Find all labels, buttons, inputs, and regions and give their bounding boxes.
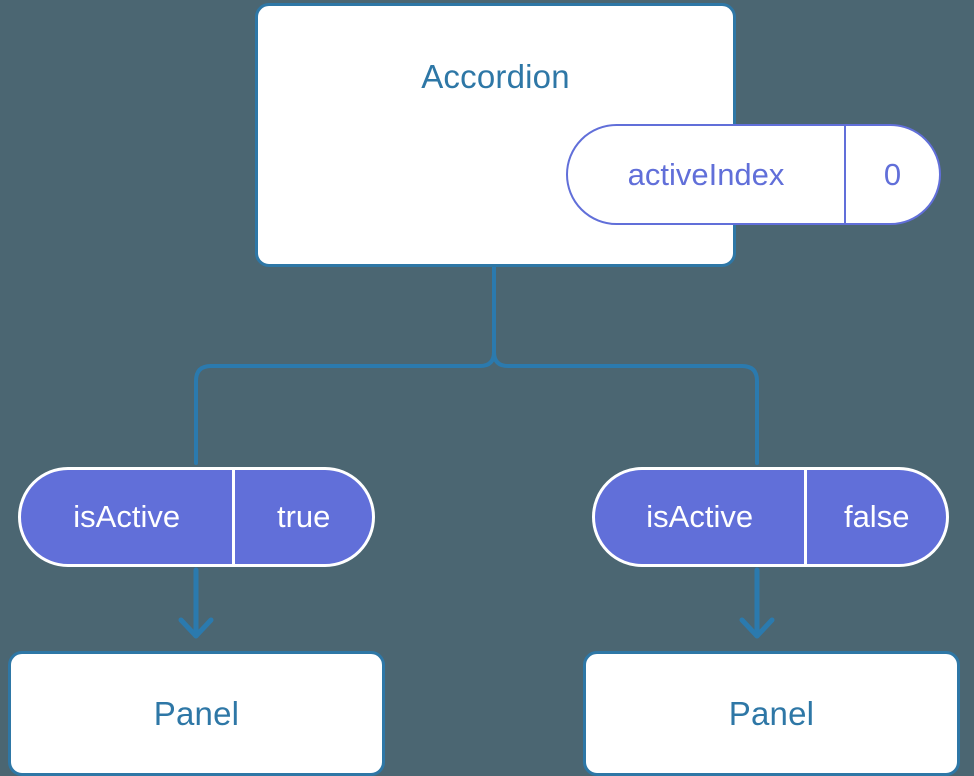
state-pill-activeindex-value: 0	[844, 126, 939, 223]
prop-pill-isactive-left-key: isActive	[73, 499, 181, 534]
accordion-title: Accordion	[421, 58, 570, 95]
panel-component-card-left[interactable]: Panel	[8, 651, 385, 776]
prop-pill-isactive-right-key: isActive	[646, 499, 754, 534]
panel-title-right: Panel	[728, 695, 815, 732]
panel-title-left: Panel	[153, 695, 240, 732]
tree-connector-path-right	[492, 265, 759, 465]
panel-component-card-right[interactable]: Panel	[583, 651, 960, 776]
prop-pill-isactive-right-value: false	[804, 470, 946, 564]
state-pill-activeindex[interactable]: activeIndex 0	[566, 124, 941, 225]
tree-connector-path	[194, 265, 496, 465]
prop-pill-isactive-left-value: true	[232, 470, 372, 564]
state-pill-activeindex-key: activeIndex	[627, 156, 785, 192]
arrow-down-icon-right	[739, 567, 775, 639]
accordion-component-card[interactable]: Accordion activeIndex 0	[255, 3, 941, 267]
prop-pill-isactive-left[interactable]: isActive true	[18, 467, 375, 567]
arrow-down-icon-left	[178, 567, 214, 639]
prop-pill-isactive-right[interactable]: isActive false	[592, 467, 949, 567]
